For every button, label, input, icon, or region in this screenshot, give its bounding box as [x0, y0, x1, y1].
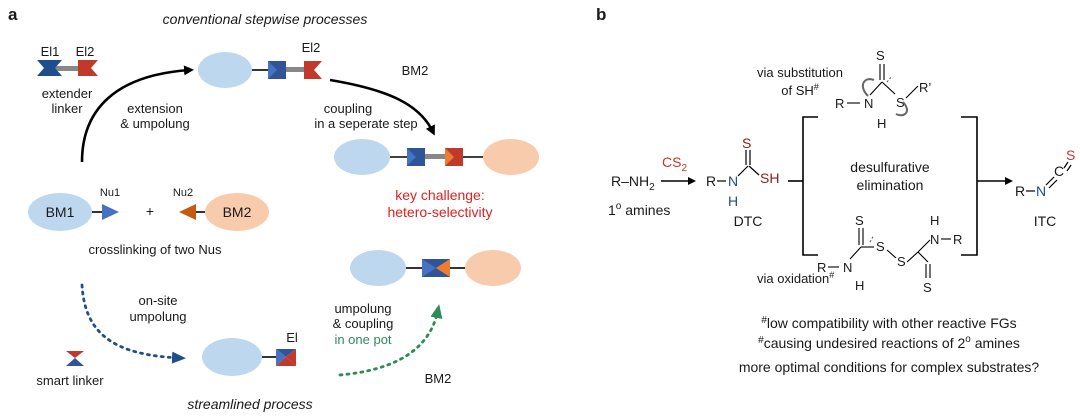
via-substitution-label-1: via substitution — [757, 65, 843, 80]
coupling-label-1: coupling — [324, 101, 372, 116]
product1-bm1-ellipse — [334, 139, 390, 175]
itc-label: ITC — [1034, 213, 1057, 229]
svg-text:S: S — [923, 280, 932, 295]
oxidation-intermediate-structure: S N H R S S S N H R — [817, 213, 962, 295]
nu2-triangle-icon — [179, 204, 196, 220]
panel-a-title-top: conventional stepwise processes — [163, 11, 368, 27]
umpolung-label-3: in one pot — [334, 332, 391, 347]
nu1-triangle-icon — [102, 204, 119, 220]
extender-label-2: linker — [51, 101, 83, 116]
product2-bm2-ellipse — [465, 250, 521, 286]
coupling-label-2: in a seperate step — [314, 116, 417, 131]
right-bracket — [961, 116, 978, 256]
extension-arrow — [80, 65, 194, 163]
dtc-label: DTC — [734, 213, 763, 229]
svg-text:R: R — [835, 96, 844, 111]
substitution-intermediate-structure: S N H R S R’ — [835, 48, 931, 131]
extension-label-1: extension — [127, 101, 183, 116]
onsite-label-2: umpolung — [129, 309, 186, 324]
bm2-top-label: BM2 — [402, 63, 429, 78]
umpolung-label-1: umpolung — [334, 301, 391, 316]
svg-text:H: H — [877, 116, 886, 131]
bm1-label: BM1 — [46, 204, 75, 220]
extender-label-1: extender — [42, 86, 93, 101]
bm1-intermediate-ellipse — [198, 52, 252, 88]
el1-label: El1 — [41, 44, 60, 59]
panel-a-title-bottom: streamlined process — [187, 396, 312, 412]
streamlined-linker-icon — [276, 349, 296, 366]
svg-text:H: H — [728, 193, 738, 209]
product2-linker-icon — [422, 259, 450, 277]
dtc-structure: R N H S SH — [706, 135, 779, 209]
svg-text:N: N — [843, 260, 852, 275]
question-note: more optimal conditions for complex subs… — [739, 359, 1040, 375]
svg-text:R: R — [706, 173, 716, 189]
svg-text:S: S — [742, 135, 751, 151]
el2-label: El2 — [76, 44, 95, 59]
svg-text:S: S — [855, 213, 864, 228]
el-bottom-label: El — [286, 330, 298, 345]
key-challenge-label-1: key challenge: — [395, 187, 485, 203]
intermediate-linker-icon — [268, 61, 322, 79]
svg-text:R: R — [817, 260, 826, 275]
nu1-label: Nu1 — [100, 187, 120, 199]
svg-text:H: H — [930, 213, 939, 228]
one-pot-arrow — [338, 304, 443, 377]
svg-text:N: N — [930, 232, 939, 247]
svg-text:R: R — [953, 232, 962, 247]
cs2-label: CS2 — [662, 154, 687, 174]
onsite-umpolung-arrow — [80, 283, 186, 364]
svg-text:S: S — [1066, 147, 1075, 163]
svg-text:R’: R’ — [919, 80, 931, 95]
r-nh2-label: R–NH2 — [611, 173, 655, 193]
svg-text:N: N — [864, 96, 873, 111]
svg-text:N: N — [1036, 183, 1046, 199]
svg-text:R: R — [1015, 183, 1025, 199]
crosslinking-label: crosslinking of two Nus — [89, 242, 222, 257]
via-oxidation-label: via oxidation# — [757, 270, 834, 286]
svg-text:N: N — [728, 173, 738, 189]
itc-structure: R N C S — [1015, 147, 1075, 199]
smart-linker-label: smart linker — [36, 373, 104, 388]
desulfurative-label-2: elimination — [857, 177, 924, 193]
bm2-label: BM2 — [223, 204, 252, 220]
extender-linker-icon — [37, 60, 98, 76]
svg-text:SH: SH — [760, 170, 779, 186]
product1-linker-icon — [407, 148, 463, 166]
onsite-label-1: on-site — [138, 293, 177, 308]
via-substitution-label-2: of SH# — [781, 82, 819, 98]
note-1: #low compatibility with other reactive F… — [761, 315, 1016, 331]
key-challenge-label-2: hetero-selectivity — [387, 204, 492, 220]
umpolung-label-2: & coupling — [333, 316, 394, 331]
product1-bm2-ellipse — [483, 139, 539, 175]
svg-text:S: S — [876, 48, 885, 63]
el2-mid-label: El2 — [302, 40, 321, 55]
bm2-bottom-label: BM2 — [425, 371, 452, 386]
svg-text:S: S — [876, 239, 885, 254]
svg-text:H: H — [855, 278, 864, 293]
primary-amines-label: 1o amines — [608, 201, 670, 218]
desulfurative-label-1: desulfurative — [850, 159, 930, 175]
svg-text:S: S — [897, 254, 906, 269]
left-bracket — [802, 116, 818, 256]
streamlined-bm1-ellipse — [202, 338, 262, 376]
plus-sign: + — [146, 203, 154, 219]
coupling-arrow — [329, 78, 435, 136]
bm1-ellipse — [28, 193, 92, 231]
extension-label-2: & umpolung — [120, 116, 189, 131]
svg-text:C: C — [1054, 163, 1064, 179]
svg-text:S: S — [896, 95, 905, 110]
product2-bm1-ellipse — [350, 250, 406, 286]
panel-b-letter: b — [596, 5, 606, 24]
panel-a-letter: a — [8, 5, 18, 24]
note-2: #causing undesired reactions of 2o amine… — [758, 334, 1020, 351]
nu2-label: Nu2 — [173, 187, 193, 199]
smart-linker-icon — [66, 351, 84, 366]
bm2-ellipse — [205, 193, 269, 231]
